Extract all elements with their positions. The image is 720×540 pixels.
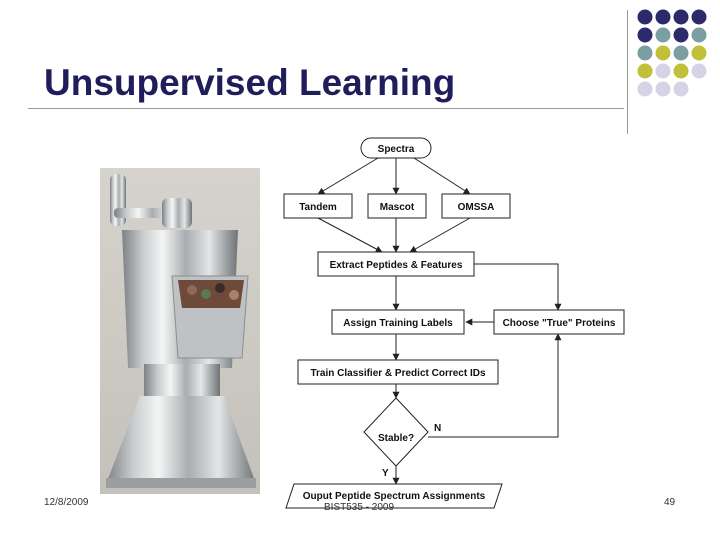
node-assign-label: Assign Training Labels — [343, 318, 453, 329]
peppercorn — [229, 290, 239, 300]
decorative-dot — [637, 45, 653, 61]
decorative-dot — [691, 45, 707, 61]
decorative-dot — [637, 27, 653, 43]
footer-date: 12/8/2009 — [44, 497, 89, 508]
pepper-grinder-image — [100, 168, 260, 494]
connector — [428, 333, 562, 438]
page-number: 49 — [664, 497, 676, 508]
grinder-base-rim — [106, 478, 256, 488]
node-output-label: Ouput Peptide Spectrum Assignments — [303, 491, 486, 502]
node-extract: Extract Peptides & Features — [317, 251, 475, 277]
node-stable-label: Stable? — [378, 433, 414, 444]
node-tandem: Tandem — [283, 193, 353, 219]
decorative-dot — [673, 45, 689, 61]
node-spectra: Spectra — [360, 137, 432, 159]
grinder-knob — [162, 198, 192, 228]
node-omssa-label: OMSSA — [458, 202, 495, 213]
decorative-dot — [691, 63, 707, 79]
node-choose: Choose "True" Proteins — [493, 309, 625, 335]
peppercorn — [215, 283, 225, 293]
decorative-dot — [637, 9, 653, 25]
edge-label-no: N — [434, 423, 441, 434]
decorative-dot-grid — [637, 9, 707, 97]
decorative-dot — [655, 27, 671, 43]
decorative-dot — [655, 63, 671, 79]
slide-title: Unsupervised Learning — [44, 62, 456, 103]
node-train-label: Train Classifier & Predict Correct IDs — [310, 368, 486, 379]
node-choose-label: Choose "True" Proteins — [503, 318, 616, 329]
decorative-dot — [655, 45, 671, 61]
node-output: Ouput Peptide Spectrum Assignments — [285, 483, 503, 509]
node-mascot: Mascot — [367, 193, 427, 219]
edge-label-yes: Y — [382, 468, 389, 479]
grinder-base — [106, 396, 256, 484]
decorative-dot — [673, 27, 689, 43]
decorative-dot — [637, 81, 653, 97]
peppercorn — [201, 289, 211, 299]
node-spectra-label: Spectra — [378, 144, 415, 155]
connector — [409, 217, 471, 253]
decorative-dot — [673, 81, 689, 97]
footer-course: BIST535 - 2009 — [324, 502, 395, 513]
decorative-dot — [655, 81, 671, 97]
node-extract-label: Extract Peptides & Features — [330, 260, 463, 271]
node-train: Train Classifier & Predict Correct IDs — [297, 359, 499, 385]
decorative-dot — [691, 27, 707, 43]
node-mascot-label: Mascot — [380, 202, 415, 213]
connector — [317, 217, 383, 253]
node-tandem-label: Tandem — [299, 202, 337, 213]
connector — [317, 157, 379, 195]
grinder-neck — [144, 364, 220, 398]
decorative-dot — [691, 9, 707, 25]
decorative-dot — [673, 9, 689, 25]
node-omssa: OMSSA — [441, 193, 511, 219]
decorative-dot — [655, 9, 671, 25]
node-assign: Assign Training Labels — [331, 309, 465, 335]
connector — [474, 263, 562, 311]
peppercorn — [187, 285, 197, 295]
title-rule — [28, 108, 624, 109]
node-stable-decision: Stable? — [363, 397, 429, 467]
connector — [413, 157, 471, 195]
vertical-rule — [627, 10, 628, 134]
decorative-dot — [637, 63, 653, 79]
decorative-dot — [673, 63, 689, 79]
